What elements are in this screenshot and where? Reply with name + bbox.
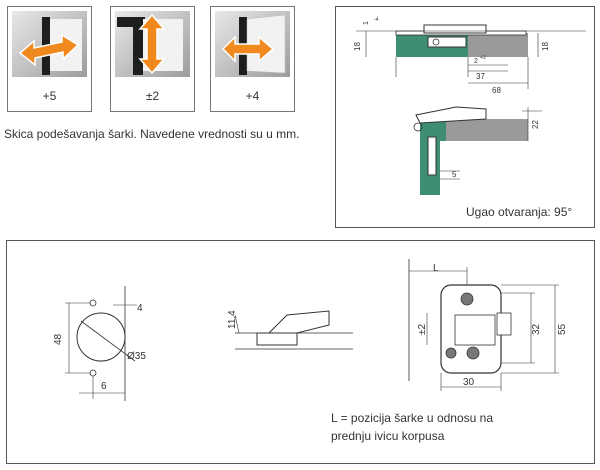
dim-35: Ø35 <box>127 351 146 362</box>
dim-1: 1 <box>363 21 370 25</box>
dim-L: L <box>433 263 439 274</box>
dim-18-left: 18 <box>353 42 362 51</box>
dim-2: 2 <box>474 58 478 65</box>
dim-68: 68 <box>492 86 501 95</box>
diagonal-arrow-icon <box>221 35 275 63</box>
opening-angle-label: Ugao otvaranja: 95° <box>466 205 573 219</box>
adjustment-tile-side: +4 <box>210 6 295 112</box>
dim-1-sup: -4 <box>374 17 379 23</box>
side-adjust-label: +4 <box>245 89 260 103</box>
hinge-side-view-drawing <box>234 310 353 350</box>
installation-panel: 48 4 Ø35 6 11,4 <box>6 240 595 464</box>
dim-30: 30 <box>463 377 475 388</box>
dim-2-sup: +3 <box>480 55 486 61</box>
dim-55: 55 <box>557 323 568 335</box>
dim-5: 5 <box>452 170 457 179</box>
drilling-pattern-drawing <box>65 286 137 401</box>
opening-angle-panel: 1 -4 18 18 2 +3 37 68 22 5 Ugao otvaranj… <box>335 6 595 228</box>
hinge-opening-drawing: 1 -4 18 18 2 +3 37 68 22 5 <box>353 17 586 195</box>
adjustment-tile-depth: +5 <box>7 6 92 112</box>
horizontal-arrow-icon <box>18 33 80 67</box>
installation-drawing: 48 4 Ø35 6 11,4 <box>53 259 568 401</box>
depth-adjust-illustration <box>12 11 87 77</box>
plate-note-line-1: L = pozicija šarke u odnosu na <box>331 411 493 425</box>
vertical-arrow-icon <box>138 13 166 75</box>
side-adjust-illustration <box>215 11 290 77</box>
dim-4: 4 <box>137 303 143 314</box>
plate-note-line-2: prednju ivicu korpusa <box>331 429 445 443</box>
adjustment-tile-height: ±2 <box>110 6 195 112</box>
depth-adjust-label: +5 <box>42 89 57 103</box>
height-adjust-label: ±2 <box>145 89 160 103</box>
height-adjust-illustration <box>115 11 190 77</box>
mounting-plate-drawing <box>408 259 559 391</box>
dim-6: 6 <box>101 381 107 392</box>
dim-48: 48 <box>53 333 64 345</box>
dim-32: 32 <box>531 323 542 335</box>
closed-side-panel <box>468 33 528 57</box>
dim-22: 22 <box>531 120 540 129</box>
adjustment-caption: Skica podešavanja šarki. Navedene vredno… <box>4 127 300 141</box>
dim-18-right: 18 <box>541 42 550 51</box>
dim-37: 37 <box>476 72 485 81</box>
dim-2: ±2 <box>417 324 428 335</box>
open-side-panel <box>446 119 528 141</box>
dim-11-4: 11,4 <box>227 310 238 329</box>
